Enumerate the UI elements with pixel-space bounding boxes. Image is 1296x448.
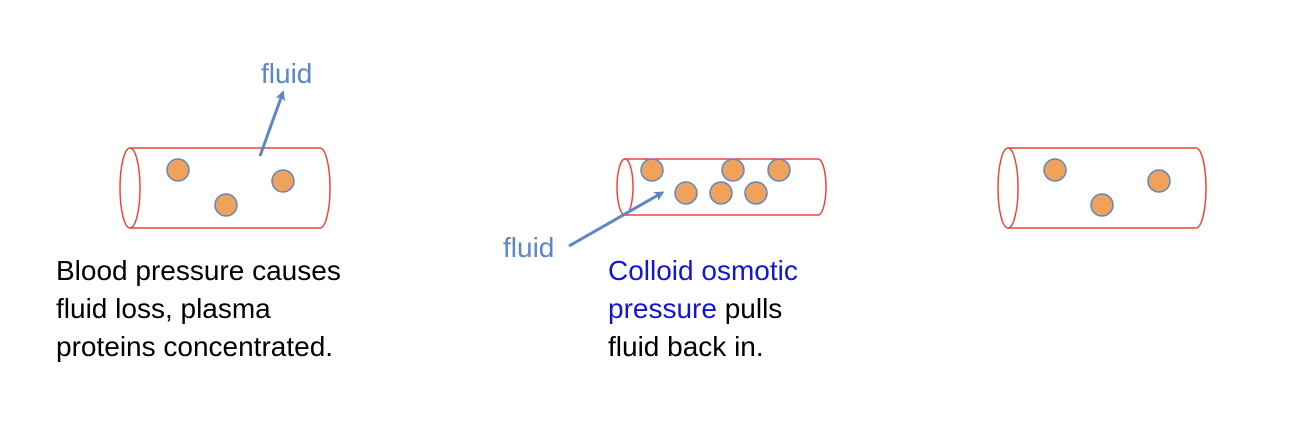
fluid-out-label: fluid [261, 58, 312, 89]
vessel-3-opening [997, 147, 1019, 229]
vessel-2 [616, 158, 827, 216]
protein-dot [1090, 193, 1114, 217]
caption-blood-pressure: Blood pressure causes fluid loss, plasma… [56, 252, 341, 366]
caption-line: fluid back in. [608, 331, 764, 362]
caption-line: pressure pulls [608, 290, 798, 328]
protein-dot [709, 181, 733, 205]
caption-highlight: Colloid osmotic [608, 255, 798, 286]
caption-highlight: pressure [608, 293, 717, 324]
vessel-1-opening [119, 147, 141, 229]
caption-line: Blood pressure causes [56, 255, 341, 286]
protein-dot [640, 158, 664, 182]
protein-dot [214, 193, 238, 217]
protein-dot [674, 181, 698, 205]
vessel-3 [997, 147, 1207, 229]
vessel-3-body [1008, 147, 1207, 229]
protein-dot [721, 158, 745, 182]
caption-text: pulls [716, 293, 783, 324]
fluid-in-label: fluid [503, 232, 554, 263]
protein-dot [166, 158, 190, 182]
fluid-in-arrow [568, 191, 665, 248]
protein-dot [1043, 158, 1067, 182]
protein-dot [767, 158, 791, 182]
vessel-1-body [130, 147, 331, 229]
protein-dot [744, 181, 768, 205]
protein-dot [1147, 169, 1171, 193]
caption-line: fluid loss, plasma [56, 293, 271, 324]
vessel-1 [119, 147, 331, 229]
caption-line: proteins concentrated. [56, 331, 334, 362]
caption-colloid-osmotic: Colloid osmotic pressure pulls fluid bac… [608, 252, 798, 366]
vessel-2-body [625, 158, 827, 216]
protein-dot [271, 169, 295, 193]
fluid-out-arrow [258, 90, 286, 157]
vessel-2-opening [616, 158, 634, 216]
